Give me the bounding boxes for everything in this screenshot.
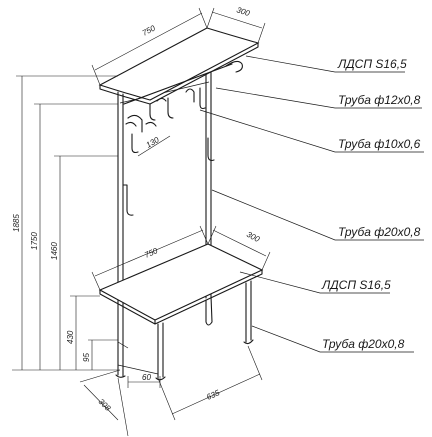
dim-height-1750: 1750 [30,232,39,250]
dim-height-430: 430 [66,330,75,344]
dim-seat-depth: 300 [245,230,261,244]
dimension-lines [12,7,271,437]
dim-base-60: 60 [142,373,151,382]
bench-seat [98,243,264,325]
dim-base-635: 635 [205,388,221,402]
callout-labels: ЛДСП S16,5 Труба ф12х0,8 Труба ф10х0,6 Т… [321,57,421,351]
callout-seat-board: ЛДСП S16,5 [321,278,391,292]
top-shelf [98,27,260,105]
dim-top-depth: 300 [235,5,251,18]
dim-top-width: 750 [141,23,157,37]
callout-tube-10: Труба ф10х0,6 [338,137,421,151]
dim-hook-spacing: 130 [145,135,162,150]
callout-tube-12: Труба ф12х0,8 [338,93,421,107]
frame-posts [117,71,212,377]
dim-height-1460: 1460 [50,242,59,260]
callout-leaders [199,55,424,353]
base-rails [117,341,159,375]
dim-height-95: 95 [82,353,91,362]
callout-tube-20-lower: Труба ф20х0,8 [322,337,405,351]
callout-tube-20-upper: Труба ф20х0,8 [338,225,421,239]
callout-top-board: ЛДСП S16,5 [337,57,407,71]
dim-seat-width: 750 [143,246,159,260]
coat-hooks [122,87,215,216]
dim-base-308: 308 [97,397,113,413]
dim-height-total: 1885 [12,214,21,232]
